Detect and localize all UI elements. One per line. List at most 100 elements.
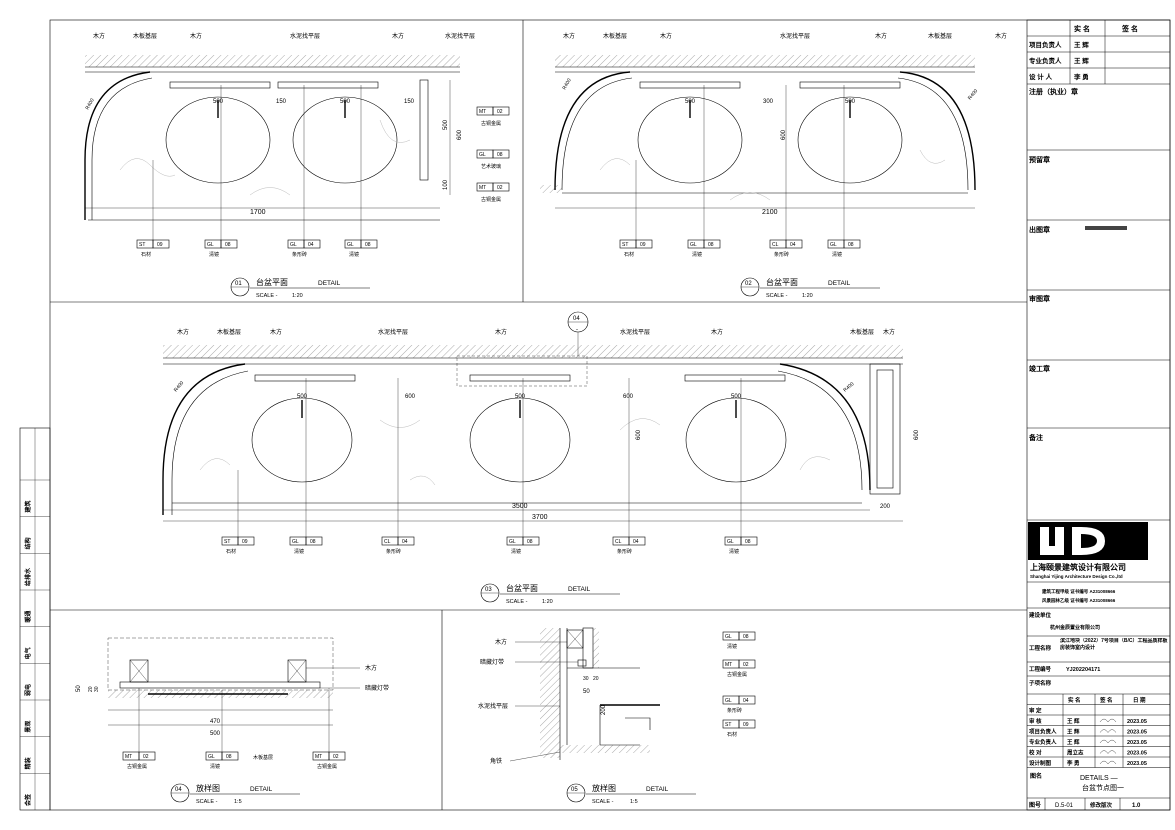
dim-1700: 1700 — [250, 209, 266, 216]
detail-02-plan: 500 500 300 600 2100 R400 R400 木方 木板基层 木… — [540, 32, 1007, 299]
svg-text:04: 04 — [402, 539, 408, 545]
svg-text:50: 50 — [583, 689, 590, 695]
sign-role: 项目负责人 — [1029, 728, 1057, 736]
dim-500: 500 — [443, 119, 449, 130]
company-logo — [1028, 522, 1148, 560]
sign-name: 王 辉 — [1067, 728, 1080, 736]
svg-text:SCALE -: SCALE - — [256, 293, 278, 299]
svg-text:02: 02 — [743, 662, 749, 668]
basin-oval — [685, 397, 787, 483]
svg-text:470: 470 — [210, 719, 221, 725]
svg-text:项目负责人: 项目负责人 — [1029, 40, 1062, 49]
drawing-number: D.5-01 — [1055, 803, 1074, 809]
svg-text:20: 20 — [593, 676, 599, 682]
svg-text:200: 200 — [601, 704, 607, 715]
sign-role: 专业负责人 — [1029, 738, 1057, 746]
svg-text:日 期: 日 期 — [1133, 696, 1146, 704]
sign-role: 审 核 — [1029, 717, 1042, 725]
tag-label: 清镜 — [692, 251, 702, 258]
svg-text:木板基层: 木板基层 — [217, 328, 241, 336]
strip-label: 弱电 — [24, 684, 32, 696]
svg-text:08: 08 — [848, 242, 854, 248]
dim-500: 500 — [340, 99, 351, 105]
svg-text:台盆平面: 台盆平面 — [766, 277, 798, 287]
svg-text:1:5: 1:5 — [630, 799, 638, 805]
dim-3700: 3700 — [532, 514, 548, 521]
svg-text:SCALE -: SCALE - — [506, 599, 528, 605]
out-stamp-mark — [1085, 226, 1127, 230]
tag-label: 条形砖 — [727, 707, 742, 714]
svg-text:02: 02 — [143, 754, 149, 760]
svg-text:水泥找平层: 水泥找平层 — [478, 702, 508, 710]
svg-text:02: 02 — [745, 281, 752, 287]
detail-01-plan: 500 600 100 500 500 150 150 1700 R400 木方… — [84, 32, 510, 299]
svg-text:子项名称: 子项名称 — [1029, 679, 1052, 687]
svg-text:30: 30 — [94, 686, 100, 692]
svg-text:Shanghai Yijing Architecture D: Shanghai Yijing Architecture Design Co.,… — [1030, 574, 1123, 579]
company-name: 上海颐景建筑设计有限公司 — [1030, 562, 1126, 572]
svg-text:暗藏灯带: 暗藏灯带 — [480, 658, 504, 666]
svg-text:GL: GL — [479, 152, 486, 158]
strip-label: 会签 — [24, 793, 32, 806]
svg-text:GL: GL — [690, 242, 697, 248]
title-block: 实 名 签 名 项目负责人 王 辉 专业负责人 王 辉 设 计 人 李 勇 注册… — [1027, 20, 1170, 810]
label-brass: 古铜金属 — [481, 196, 501, 203]
sign-date: 2023.05 — [1127, 719, 1147, 725]
svg-text:GL: GL — [290, 242, 297, 248]
basin-oval — [292, 96, 398, 184]
svg-text:50: 50 — [76, 685, 82, 692]
label-wood: 木方 — [93, 32, 105, 40]
svg-text:08: 08 — [310, 539, 316, 545]
svg-text:09: 09 — [743, 722, 749, 728]
svg-text:木板基层: 木板基层 — [850, 328, 874, 336]
drawing-name-cn: 台盆节点图一 — [1082, 783, 1124, 792]
svg-text:08: 08 — [225, 242, 231, 248]
svg-text:审图章: 审图章 — [1029, 294, 1050, 303]
sign-name: 李 勇 — [1066, 759, 1080, 767]
tag-label: 条形砖 — [386, 548, 401, 555]
svg-text:签 名: 签 名 — [1121, 24, 1138, 33]
svg-text:R400: R400 — [967, 88, 979, 101]
svg-text:放样图: 放样图 — [196, 783, 220, 793]
svg-text:木板基层: 木板基层 — [253, 754, 273, 761]
svg-text:修改版次: 修改版次 — [1089, 801, 1113, 809]
svg-text:木方: 木方 — [883, 328, 895, 336]
signature-mark — [1099, 718, 1117, 723]
client-name: 杭州金辰置业有限公司 — [1050, 624, 1100, 631]
svg-text:图号: 图号 — [1029, 801, 1041, 809]
svg-text:GL: GL — [830, 242, 837, 248]
svg-text:DETAIL: DETAIL — [568, 586, 591, 593]
label-art-glass: 艺术玻璃 — [481, 163, 501, 170]
svg-text:04: 04 — [633, 539, 639, 545]
svg-text:放样图: 放样图 — [592, 783, 616, 793]
svg-text:GL: GL — [208, 754, 215, 760]
drawing-name-en: DETAILS — — [1080, 775, 1118, 782]
svg-text:04: 04 — [790, 242, 796, 248]
strip-label: 建筑 — [24, 501, 32, 513]
svg-text:出图章: 出图章 — [1029, 225, 1050, 234]
tag-label: 古铜金属 — [727, 671, 747, 678]
basin-oval — [251, 397, 353, 483]
svg-text:1:20: 1:20 — [542, 599, 553, 605]
strip-label: 给排水 — [24, 567, 32, 586]
svg-text:GL: GL — [725, 698, 732, 704]
svg-text:CL: CL — [384, 539, 391, 545]
svg-text:建设单位: 建设单位 — [1029, 611, 1052, 619]
svg-text:02: 02 — [333, 754, 339, 760]
svg-text:木方: 木方 — [875, 32, 887, 40]
svg-text:备注: 备注 — [1028, 433, 1043, 442]
svg-text:木方: 木方 — [495, 328, 507, 336]
svg-text:王 辉: 王 辉 — [1074, 56, 1089, 65]
version: 1.0 — [1132, 803, 1141, 809]
